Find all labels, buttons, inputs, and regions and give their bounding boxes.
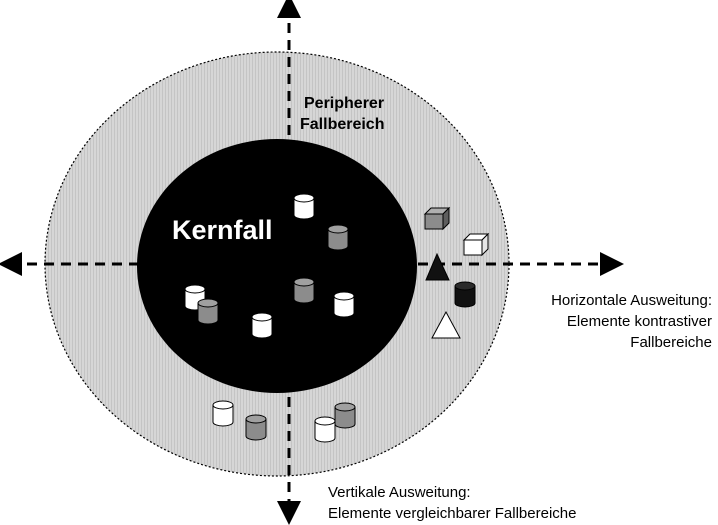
- horizontal-label-line1: Horizontale Ausweitung:: [551, 292, 712, 309]
- peripheral-label-line2: Fallbereich: [300, 116, 384, 133]
- core-cylinder: [327, 224, 349, 251]
- white-triangle-element: [431, 310, 461, 339]
- vertical-label-line1: Vertikale Ausweitung:: [328, 484, 471, 501]
- core-label: Kernfall: [172, 215, 273, 245]
- grey-cube-element: [423, 206, 451, 231]
- black-cylinder-element: [454, 281, 476, 308]
- peripheral-label-line1: Peripherer: [304, 95, 384, 112]
- horizontal-label-line3: Fallbereiche: [630, 334, 712, 351]
- core-cylinder: [251, 312, 273, 339]
- peripheral-cylinder: [334, 402, 356, 429]
- peripheral-cylinder: [245, 414, 267, 441]
- black-triangle-element: [425, 252, 450, 281]
- peripheral-cylinder: [212, 400, 234, 427]
- white-cube-element: [462, 232, 490, 257]
- core-cylinder: [333, 291, 355, 318]
- horizontal-label-line2: Elemente kontrastiver: [567, 313, 712, 330]
- core-area: [137, 139, 417, 393]
- peripheral-cylinder: [314, 416, 336, 443]
- core-cylinder: [197, 298, 219, 325]
- vertical-label-line2: Elemente vergleichbarer Fallbereiche: [328, 505, 576, 522]
- core-cylinder: [293, 193, 315, 220]
- core-cylinder: [293, 277, 315, 304]
